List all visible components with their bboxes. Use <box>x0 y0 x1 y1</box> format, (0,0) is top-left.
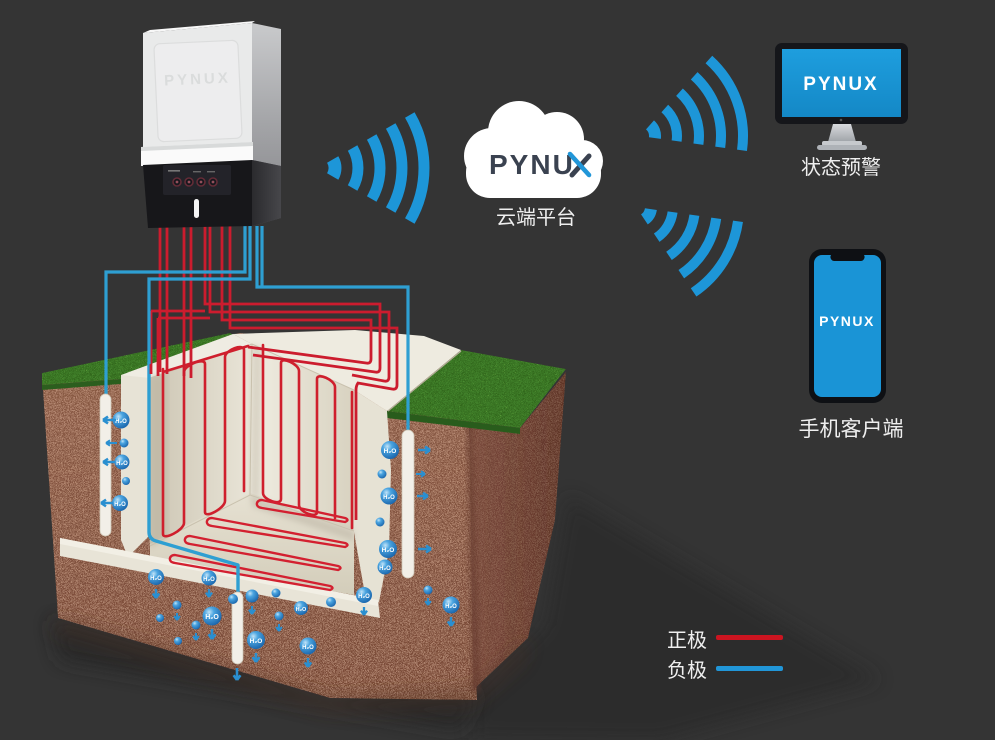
svg-text:H₂O: H₂O <box>384 448 397 455</box>
svg-text:H₂O: H₂O <box>205 614 219 621</box>
svg-text:PYNU: PYNU <box>489 149 575 180</box>
svg-text:PYNUX: PYNUX <box>819 313 875 329</box>
svg-text:云端平台: 云端平台 <box>496 206 576 229</box>
svg-text:H₂O: H₂O <box>445 604 457 610</box>
svg-text:状态预警: 状态预警 <box>801 156 881 179</box>
svg-text:H₂O: H₂O <box>358 594 370 600</box>
svg-text:负极: 负极 <box>667 659 707 682</box>
svg-text:H₂O: H₂O <box>296 607 307 613</box>
svg-text:PYNUX: PYNUX <box>803 74 878 95</box>
svg-text:H₂O: H₂O <box>203 577 215 583</box>
svg-text:H₂O: H₂O <box>383 495 395 501</box>
svg-text:H₂O: H₂O <box>114 502 126 508</box>
svg-text:H₂O: H₂O <box>250 638 263 645</box>
svg-text:PYNUX: PYNUX <box>164 70 231 90</box>
svg-text:H₂O: H₂O <box>302 645 314 651</box>
svg-text:手机客户端: 手机客户端 <box>799 418 904 441</box>
svg-text:H₂O: H₂O <box>150 576 162 582</box>
svg-text:正极: 正极 <box>667 629 707 652</box>
svg-text:H₂O: H₂O <box>379 566 391 572</box>
svg-text:H₂O: H₂O <box>382 547 395 554</box>
svg-text:H₂O: H₂O <box>116 461 128 467</box>
svg-text:H₂O: H₂O <box>115 419 127 425</box>
